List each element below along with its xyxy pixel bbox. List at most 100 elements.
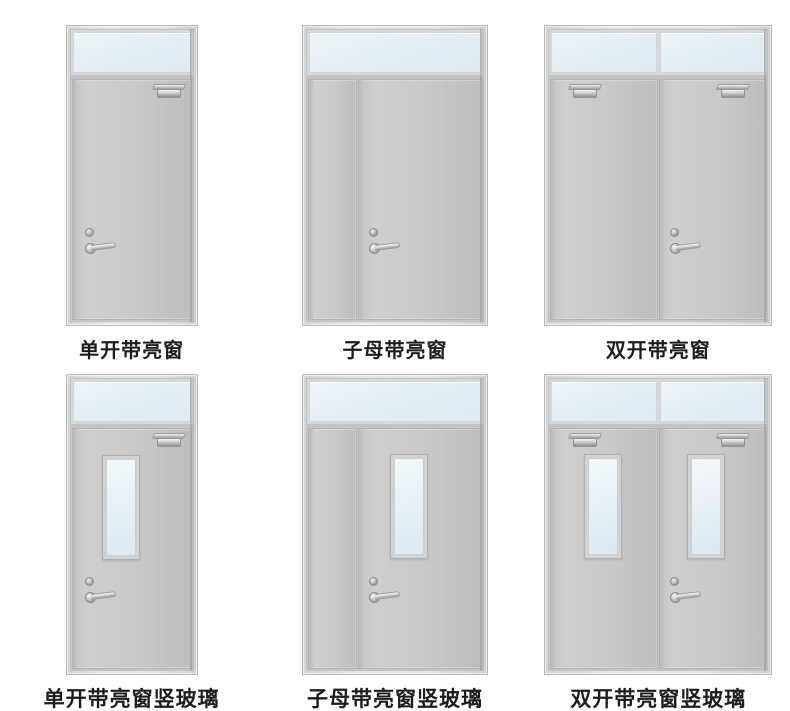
door-leaf-main[interactable]	[357, 428, 482, 669]
vision-panel	[101, 455, 140, 560]
door-leaf-secondary[interactable]	[307, 79, 357, 320]
door-illustration-single-transom-vision	[0, 374, 263, 675]
door-closer-body	[721, 89, 746, 98]
door-handle-set[interactable]	[84, 228, 119, 264]
door-frame	[65, 374, 198, 675]
door-leaf-secondary[interactable]	[550, 79, 658, 320]
door-illustration-unequal-transom-vision	[263, 374, 526, 675]
lever-handle-icon	[374, 241, 400, 251]
product-caption: 双开带亮窗竖玻璃	[570, 687, 747, 711]
lock-cylinder-icon	[669, 577, 679, 586]
product-caption: 单开带亮窗	[79, 338, 185, 362]
door-illustration-double-transom	[527, 25, 790, 326]
door-frame-inner	[305, 29, 484, 322]
lever-handle-icon	[374, 590, 400, 600]
vision-panel-glass	[690, 458, 721, 555]
door-closer-body	[573, 89, 598, 98]
lock-cylinder-icon	[84, 228, 94, 237]
transom-window	[306, 30, 483, 78]
door-frame-inner	[305, 378, 484, 671]
door-handle-set[interactable]	[368, 577, 403, 613]
lever-handle-icon	[90, 241, 116, 251]
lever-handle-icon	[90, 590, 116, 600]
transom-glass-pane	[72, 381, 191, 422]
door-frame	[544, 25, 773, 326]
door-frame	[301, 374, 488, 675]
door-handle-set[interactable]	[368, 228, 403, 264]
door-frame	[301, 25, 488, 326]
transom-glass-pane	[659, 381, 766, 422]
lever-handle-icon	[675, 590, 701, 600]
product-card-single-transom[interactable]: 单开带亮窗	[0, 0, 263, 360]
vision-panel-glass	[393, 458, 424, 555]
door-leaf-area	[70, 78, 193, 321]
vision-panel-glass	[105, 459, 136, 556]
vision-panel	[389, 454, 428, 559]
door-illustration-unequal-transom	[263, 25, 526, 326]
transom-window	[70, 379, 193, 427]
door-closer-icon	[567, 84, 603, 98]
door-handle-set[interactable]	[669, 577, 704, 613]
door-frame-inner	[548, 378, 769, 671]
lock-cylinder-icon	[669, 228, 679, 237]
door-frame-inner	[69, 378, 194, 671]
door-closer-icon	[151, 433, 186, 447]
transom-glass-pane	[72, 32, 191, 73]
gallery-row-top: 单开带亮窗	[0, 0, 790, 360]
lever-handle-icon	[675, 241, 701, 251]
door-illustration-single-transom	[0, 25, 263, 326]
product-caption: 子母带亮窗竖玻璃	[306, 687, 483, 711]
door-leaf-main[interactable]	[357, 79, 482, 320]
product-card-unequal-transom[interactable]: 子母带亮窗	[263, 0, 526, 360]
door-closer-body	[573, 438, 598, 447]
door-leaf-area	[70, 427, 193, 670]
door-closer-body	[156, 89, 181, 98]
door-leaf-area	[306, 78, 483, 321]
door-leaf-area	[549, 427, 768, 670]
door-closer-icon	[151, 84, 186, 98]
vision-panel-glass	[588, 458, 619, 555]
door-handle-set[interactable]	[84, 577, 119, 613]
door-handle-set[interactable]	[669, 228, 704, 264]
door-closer-body	[156, 438, 181, 447]
gallery-row-bottom: 单开带亮窗竖玻璃	[0, 360, 790, 710]
door-frame	[544, 374, 773, 675]
door-leaf-main[interactable]	[71, 428, 192, 669]
product-caption: 双开带亮窗	[605, 338, 711, 362]
product-card-double-transom[interactable]: 双开带亮窗	[527, 0, 790, 360]
transom-glass-pane	[551, 381, 657, 422]
transom-glass-pane	[308, 381, 481, 422]
door-closer-icon	[715, 433, 751, 447]
door-leaf-area	[549, 78, 768, 321]
product-card-double-transom-vision[interactable]: 双开带亮窗竖玻璃	[527, 360, 790, 710]
door-leaf-secondary[interactable]	[307, 428, 357, 669]
door-illustration-double-transom-vision	[527, 374, 790, 675]
door-closer-body	[721, 438, 746, 447]
door-closer-icon	[567, 433, 603, 447]
door-leaf-main[interactable]	[658, 79, 767, 320]
door-frame-inner	[548, 29, 769, 322]
vision-panel	[686, 454, 725, 559]
transom-window	[70, 30, 193, 78]
transom-glass-pane	[308, 32, 481, 73]
transom-window	[549, 30, 768, 78]
transom-glass-pane	[659, 32, 766, 73]
door-leaf-area	[306, 427, 483, 670]
door-leaf-main[interactable]	[658, 428, 767, 669]
product-card-single-transom-vision[interactable]: 单开带亮窗竖玻璃	[0, 360, 263, 710]
product-caption: 子母带亮窗	[342, 338, 448, 362]
lock-cylinder-icon	[368, 228, 378, 237]
door-leaf-secondary[interactable]	[550, 428, 658, 669]
transom-glass-pane	[551, 32, 657, 73]
lock-cylinder-icon	[84, 577, 94, 586]
door-frame-inner	[69, 29, 194, 322]
vision-panel	[584, 454, 623, 559]
transom-window	[549, 379, 768, 427]
product-card-unequal-transom-vision[interactable]: 子母带亮窗竖玻璃	[263, 360, 526, 710]
door-frame	[65, 25, 198, 326]
product-caption: 单开带亮窗竖玻璃	[43, 687, 220, 711]
door-leaf-main[interactable]	[71, 79, 192, 320]
door-closer-icon	[715, 84, 751, 98]
lock-cylinder-icon	[368, 577, 378, 586]
